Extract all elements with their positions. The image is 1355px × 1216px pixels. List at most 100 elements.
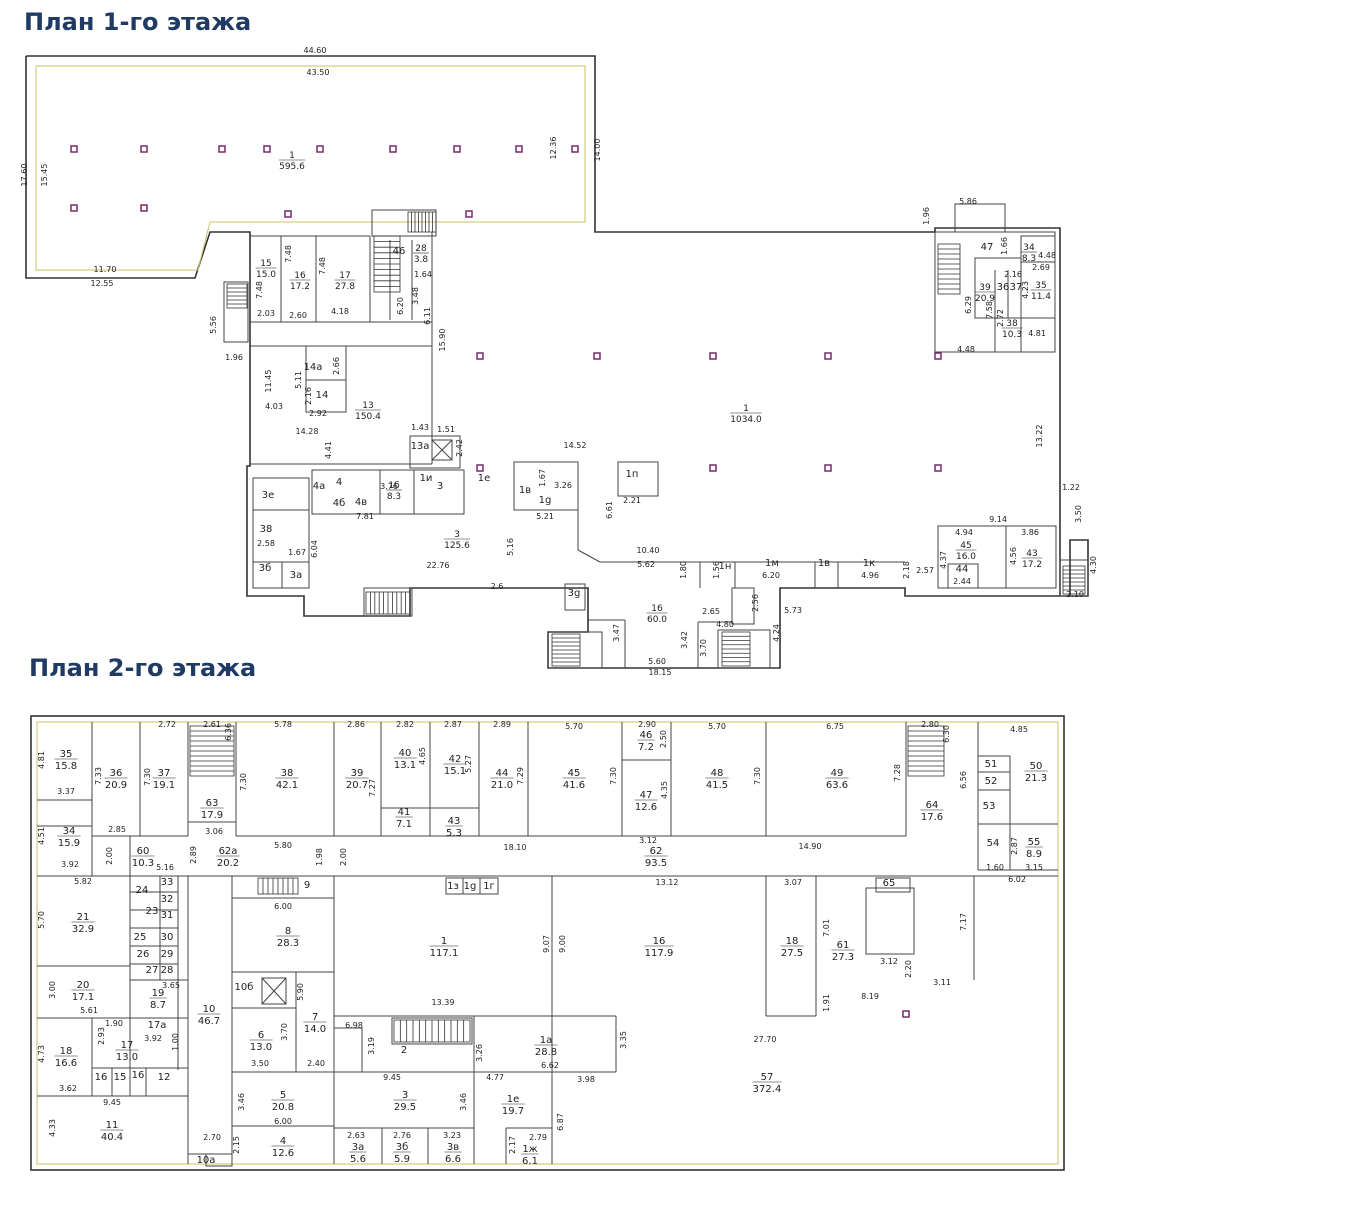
floor1-dimension-7: 12.55: [91, 279, 114, 288]
f2-r17-number: 17: [121, 1040, 134, 1051]
floor2-room-label-21: 9: [304, 880, 310, 891]
floor2-dimension-59: 3.00: [48, 981, 57, 999]
floor1-dimension-25: 2.92: [309, 409, 327, 418]
f2-r36-number: 36: [110, 768, 123, 779]
f2-r41-area: 7.1: [396, 819, 412, 830]
floor1-dimension-53: 2.57: [916, 566, 934, 575]
floor1-room-label-23: 1м: [765, 558, 779, 569]
floor1-dimension-34: 3.76: [380, 482, 398, 491]
floor1-dimension-76: 1.96: [922, 207, 931, 225]
floor2-dimension-43: 5.16: [156, 863, 174, 872]
f1-r16b-area: 60.0: [647, 615, 667, 625]
f2-r64-number: 64: [926, 800, 939, 811]
floor1-dimension-70: 3.42: [680, 631, 689, 649]
floor2-dimension-95: 2.17: [508, 1136, 517, 1154]
f1-r1-hall-number: 1: [743, 404, 749, 414]
f2-r39-number: 39: [351, 768, 364, 779]
f2-r16-area: 117.9: [645, 948, 674, 959]
floor2-plan: [30, 715, 1065, 1171]
floor2-dimension-52: 7.01: [822, 919, 831, 937]
floor2-dimension-6: 2.87: [444, 720, 462, 729]
floor2-outline: [30, 715, 1065, 1171]
f2-r1-number: 1: [441, 936, 447, 947]
floor1-title: План 1-го этажа: [24, 8, 252, 36]
f1-r1b-area: 8.3: [387, 492, 401, 502]
floor1-room-label-14: 3б: [259, 563, 272, 574]
floor1-dimension-50: 6.20: [762, 571, 780, 580]
f1-r3-area: 125.6: [444, 541, 470, 551]
f1-r35-number: 35: [1035, 281, 1046, 291]
floor2-dimension-47: 13.12: [656, 878, 679, 887]
floor1-room-label-20: 3: [437, 481, 443, 492]
f2-r47-area: 12.6: [635, 802, 657, 813]
floor2-dimension-56: 3.12: [880, 957, 898, 966]
floor1-room-label-19: 4в: [355, 497, 367, 508]
f2-r63-area: 17.9: [201, 810, 223, 821]
floor2-room-label-24: 1g: [464, 881, 477, 892]
floor2-dimension-58: 3.11: [933, 978, 951, 987]
floor2-dimension-81: 4.77: [486, 1073, 504, 1082]
floor1-dimension-10: 7.48: [255, 281, 264, 299]
floor2-dimension-26: 7.30: [753, 767, 762, 785]
floor1-dimension-46: 10.40: [637, 546, 660, 555]
floor1-dimension-5: 14.00: [593, 139, 602, 162]
floor2-dimension-72: 3.35: [619, 1031, 628, 1049]
f1-r38-area: 10.3: [1002, 330, 1022, 340]
f2-r34-number: 34: [63, 826, 76, 837]
f1-r17-number: 17: [339, 271, 350, 281]
floor2-stairs: [189, 725, 945, 1043]
floor2-dimension-76: 4.73: [37, 1045, 46, 1063]
floor1-room-label-15: 3а: [290, 570, 303, 581]
floor1-dimension-32: 14.52: [564, 441, 587, 450]
floor1-dimension-8: 5.56: [209, 316, 218, 334]
floor2-dimension-92: 2.63: [347, 1131, 365, 1140]
floor1-dimension-40: 6.61: [605, 501, 614, 519]
floor2-dimension-53: 7.17: [959, 913, 968, 931]
floor2-dimension-75: 3.26: [475, 1044, 484, 1062]
floor1-dimension-31: 2.42: [455, 439, 464, 457]
floor1-dimension-82: 6.29: [964, 296, 973, 314]
f2-r1zh-number: 1ж: [522, 1144, 537, 1155]
f2-r55-number: 55: [1028, 837, 1041, 848]
floor1-dimension-0: 44.60: [304, 46, 327, 55]
f2-r62-number: 62: [650, 846, 663, 857]
f2-r63-number: 63: [206, 798, 219, 809]
floor2-room-label-9: 25: [134, 932, 147, 943]
floor2-inner-line: [36, 721, 1059, 1165]
f2-r48-number: 48: [711, 768, 724, 779]
floor2-room-label-6: 32: [161, 894, 174, 905]
floor1-dimension-20: 15.90: [438, 329, 447, 352]
f2-r8: 828.3: [276, 926, 300, 949]
f2-r55-area: 8.9: [1026, 849, 1042, 860]
f2-r3a: 3а5.6: [349, 1142, 367, 1165]
f2-r18b-number: 18: [60, 1046, 73, 1057]
floor2-room-label-8: 31: [161, 910, 174, 921]
floor2-dimension-9: 2.90: [638, 720, 656, 729]
floor1-room-label-1: 14: [316, 390, 329, 401]
floor2-dimension-93: 2.76: [393, 1131, 411, 1140]
f2-r7-area: 14.0: [304, 1024, 326, 1035]
floor2-dimension-0: 2.72: [158, 720, 176, 729]
f2-r57-area: 372.4: [753, 1084, 782, 1095]
floor2-dimension-64: 13.39: [432, 998, 455, 1007]
floor1-room-label-26: 44: [956, 564, 969, 575]
f2-r61-area: 27.3: [832, 952, 854, 963]
f2-r6-number: 6: [258, 1030, 264, 1041]
floor1-dimension-66: 5.73: [784, 606, 802, 615]
floor2-dimension-60: 3.65: [162, 981, 180, 990]
floor1-dimension-43: 6.04: [310, 540, 319, 558]
floor1-dimension-61: 3.50: [1074, 505, 1083, 523]
floor2-room-label-3: 54: [987, 838, 1000, 849]
f2-r1zh: 1ж6.1: [521, 1144, 539, 1167]
floor1-dimension-74: 2.6: [491, 582, 504, 591]
f1-r28-number: 28: [415, 244, 427, 254]
floor2-dimension-17: 7.33: [94, 767, 103, 785]
